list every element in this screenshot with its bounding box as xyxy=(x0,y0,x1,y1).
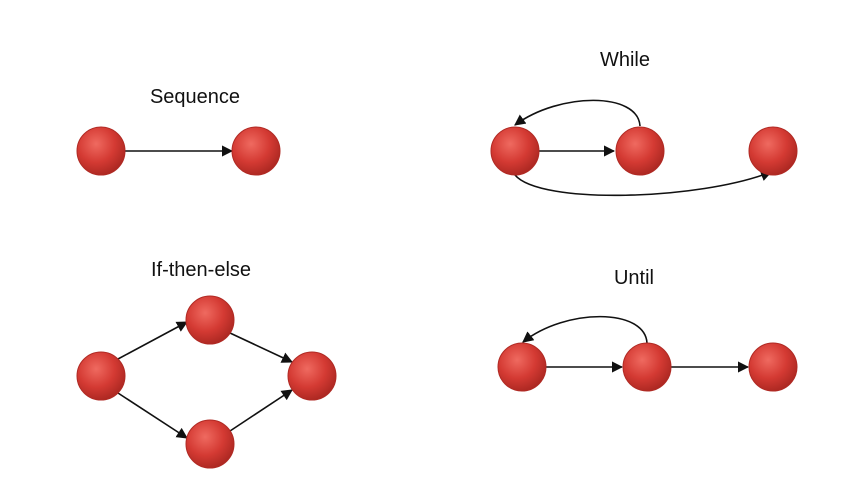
while-diagram: While xyxy=(490,49,798,197)
sequence-diagram: Sequence xyxy=(76,86,281,176)
if-then-else-title: If-then-else xyxy=(151,259,251,281)
sequence-title: Sequence xyxy=(150,86,240,108)
until-title: Until xyxy=(614,267,654,289)
until-diagram: Until xyxy=(497,267,798,392)
if-then-else-diagram: If-then-else xyxy=(76,259,337,469)
sequence-node-end xyxy=(231,126,281,176)
ite-edge-then-to-join xyxy=(229,332,294,363)
while-title: While xyxy=(600,49,650,71)
ite-node-join xyxy=(287,351,337,401)
ite-edge-to-else xyxy=(117,392,188,439)
ite-edge-else-to-join xyxy=(229,389,293,432)
sequence-node-start xyxy=(76,126,126,176)
until-node-exit xyxy=(748,342,798,392)
ite-node-else xyxy=(185,419,235,469)
while-node-condition xyxy=(490,126,540,176)
ite-node-condition xyxy=(76,351,126,401)
until-node-body xyxy=(497,342,547,392)
until-node-condition xyxy=(622,342,672,392)
while-node-body xyxy=(615,126,665,176)
while-node-exit xyxy=(748,126,798,176)
while-edge-loop-back xyxy=(514,99,641,127)
while-edge-exit xyxy=(514,170,773,197)
ite-node-then xyxy=(185,295,235,345)
ite-edge-to-then xyxy=(117,321,188,360)
until-edge-loop-back xyxy=(522,315,648,344)
